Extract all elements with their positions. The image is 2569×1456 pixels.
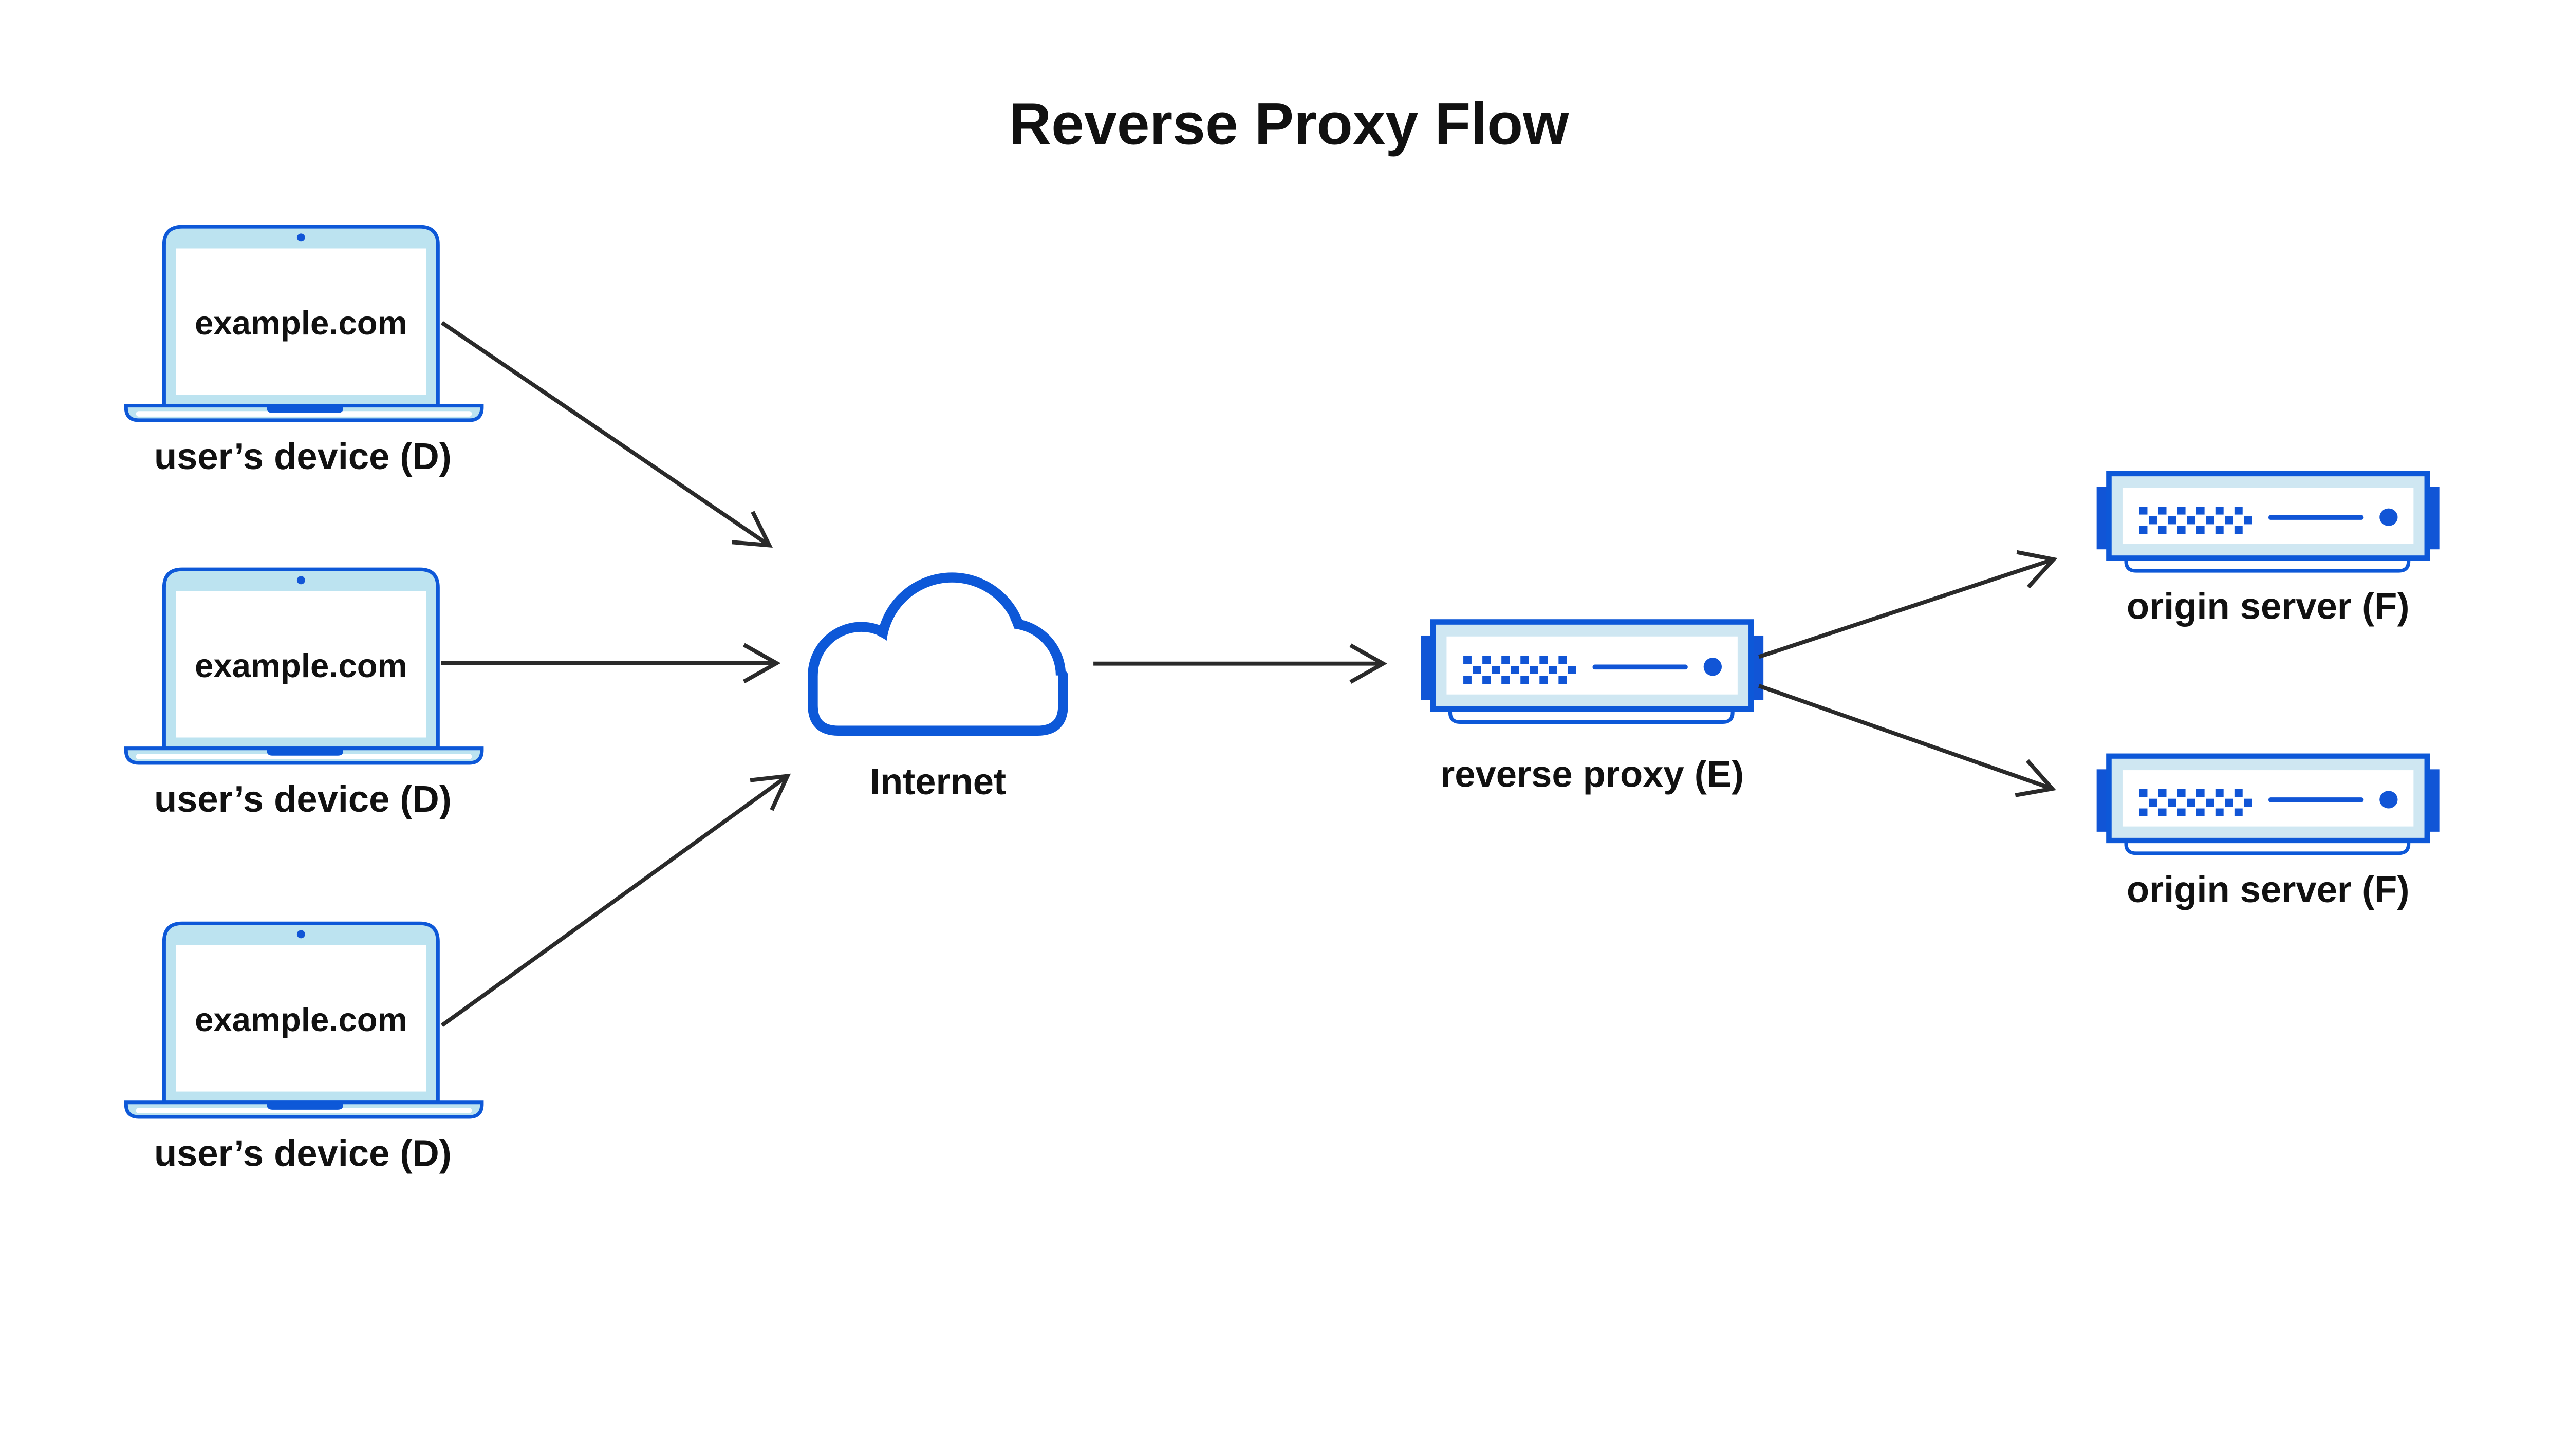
- device-label: user’s device (D): [154, 436, 452, 477]
- reverse-proxy-flow-diagram: Reverse Proxy Flow example.com user’s de…: [124, 91, 2442, 1174]
- arrow-proxy-to-origin1: [1758, 550, 2058, 659]
- page-title: Reverse Proxy Flow: [1009, 91, 1569, 157]
- device-label: user’s device (D): [154, 1133, 452, 1174]
- origin-server-icon: [2097, 474, 2440, 571]
- diagram-stage: Reverse Proxy Flow example.com user’s de…: [124, 91, 2442, 1174]
- origin-server-label: origin server (F): [2127, 586, 2410, 627]
- node-reverse-proxy: reverse proxy (E): [1421, 622, 1763, 795]
- device-label: user’s device (D): [154, 779, 452, 820]
- origin-server-icon: [2097, 756, 2440, 853]
- origin-server-label: origin server (F): [2127, 869, 2410, 910]
- reverse-proxy-label: reverse proxy (E): [1440, 754, 1744, 795]
- arrow-device1-to-internet: [441, 321, 773, 548]
- node-user-device-3: example.com user’s device (D): [126, 923, 482, 1174]
- node-user-device-1: example.com user’s device (D): [126, 227, 482, 477]
- node-origin-server-2: origin server (F): [2097, 756, 2440, 910]
- reverse-proxy-server-icon: [1421, 622, 1763, 722]
- device-screen-text: example.com: [195, 647, 407, 684]
- node-origin-server-1: origin server (F): [2097, 474, 2440, 627]
- arrow-proxy-to-origin2: [1758, 684, 2056, 797]
- device-screen-text: example.com: [195, 304, 407, 342]
- node-internet: Internet: [808, 572, 1068, 802]
- node-user-device-2: example.com user’s device (D): [126, 569, 482, 820]
- device-screen-text: example.com: [195, 1001, 407, 1038]
- cloud-icon: [808, 572, 1068, 736]
- edges: [440, 321, 2058, 1027]
- internet-label: Internet: [870, 761, 1006, 802]
- arrow-device3-to-internet: [440, 773, 791, 1027]
